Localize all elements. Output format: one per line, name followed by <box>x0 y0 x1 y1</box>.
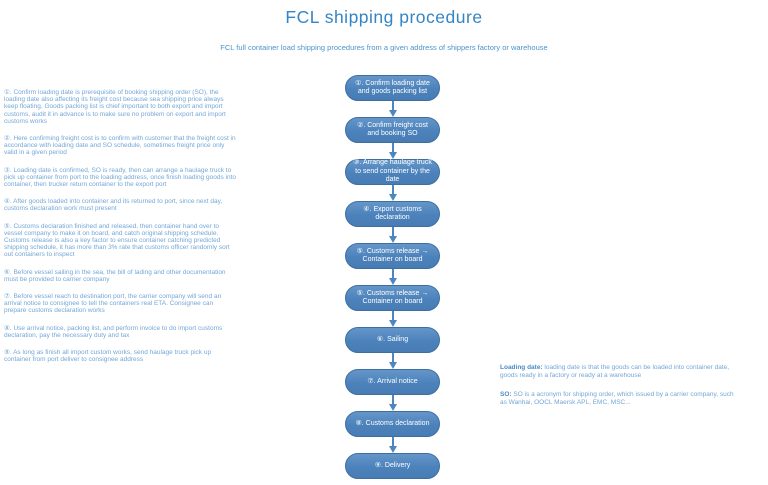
note-paragraph-4: ④. After goods loaded into container and… <box>4 198 223 213</box>
flowchart: ①. Confirm loading date and goods packin… <box>345 75 440 479</box>
down-arrow-icon <box>388 227 397 243</box>
page-subtitle: FCL full container load shipping procedu… <box>220 43 548 52</box>
flow-step-10: ⑨. Delivery <box>345 453 440 479</box>
definition-so: SO: SO is a acronym for shipping order, … <box>500 391 735 406</box>
left-notes: ①. Confirm loading date is prerequisite … <box>4 89 237 373</box>
flow-step-5: ⑤. Customs release → Container on board <box>345 243 440 269</box>
definition-term: Loading date: <box>500 364 543 371</box>
note-paragraph-3: ③. Loading date is confirmed, SO is read… <box>4 166 236 189</box>
flow-step-4: ④. Export customs declaration <box>345 201 440 227</box>
definition-text: loading date is that the goods can be lo… <box>500 364 730 379</box>
note-paragraph-2: ②. Here confirming freight cost is to co… <box>4 135 236 157</box>
flow-step-6: ⑤. Customs release → Container on board <box>345 285 440 311</box>
flow-step-7: ⑥. Sailing <box>345 327 440 353</box>
flow-step-9: ⑧. Customs declaration <box>345 411 440 437</box>
down-arrow-icon <box>388 311 397 327</box>
note-paragraph-5: ⑤. Customs declaration finished and rele… <box>4 222 230 259</box>
down-arrow-icon <box>388 185 397 201</box>
flow-step-1: ①. Confirm loading date and goods packin… <box>345 75 440 101</box>
definition-term: SO: <box>500 391 512 399</box>
down-arrow-icon <box>388 437 397 453</box>
note-paragraph-1: ①. Confirm loading date is prerequisite … <box>4 89 226 125</box>
down-arrow-icon <box>388 269 397 285</box>
note-paragraph-8: ⑧. Use arrival notice, packing list, and… <box>4 324 223 339</box>
flow-step-8: ⑦. Arrival notice <box>345 369 440 395</box>
definition-loading-date: Loading date: loading date is that the g… <box>500 364 735 379</box>
page-title: FCL shipping procedure <box>285 7 483 27</box>
definition-text: SO is a acronym for shipping order, whic… <box>500 391 734 406</box>
right-notes: Loading date: loading date is that the g… <box>500 364 735 418</box>
down-arrow-icon <box>388 143 397 159</box>
flow-step-3: ③. Arrange haulage truck to send contain… <box>345 159 440 185</box>
note-paragraph-9: ⑨. As long as finish all import custom w… <box>4 349 212 364</box>
down-arrow-icon <box>388 101 397 117</box>
note-paragraph-6: ⑥. Before vessel sailing in the sea, the… <box>4 268 226 283</box>
note-paragraph-7: ⑦. Before vessel reach to destination po… <box>4 293 222 315</box>
flow-step-2: ②. Confirm freight cost and booking SO <box>345 117 440 143</box>
down-arrow-icon <box>388 353 397 369</box>
down-arrow-icon <box>388 395 397 411</box>
